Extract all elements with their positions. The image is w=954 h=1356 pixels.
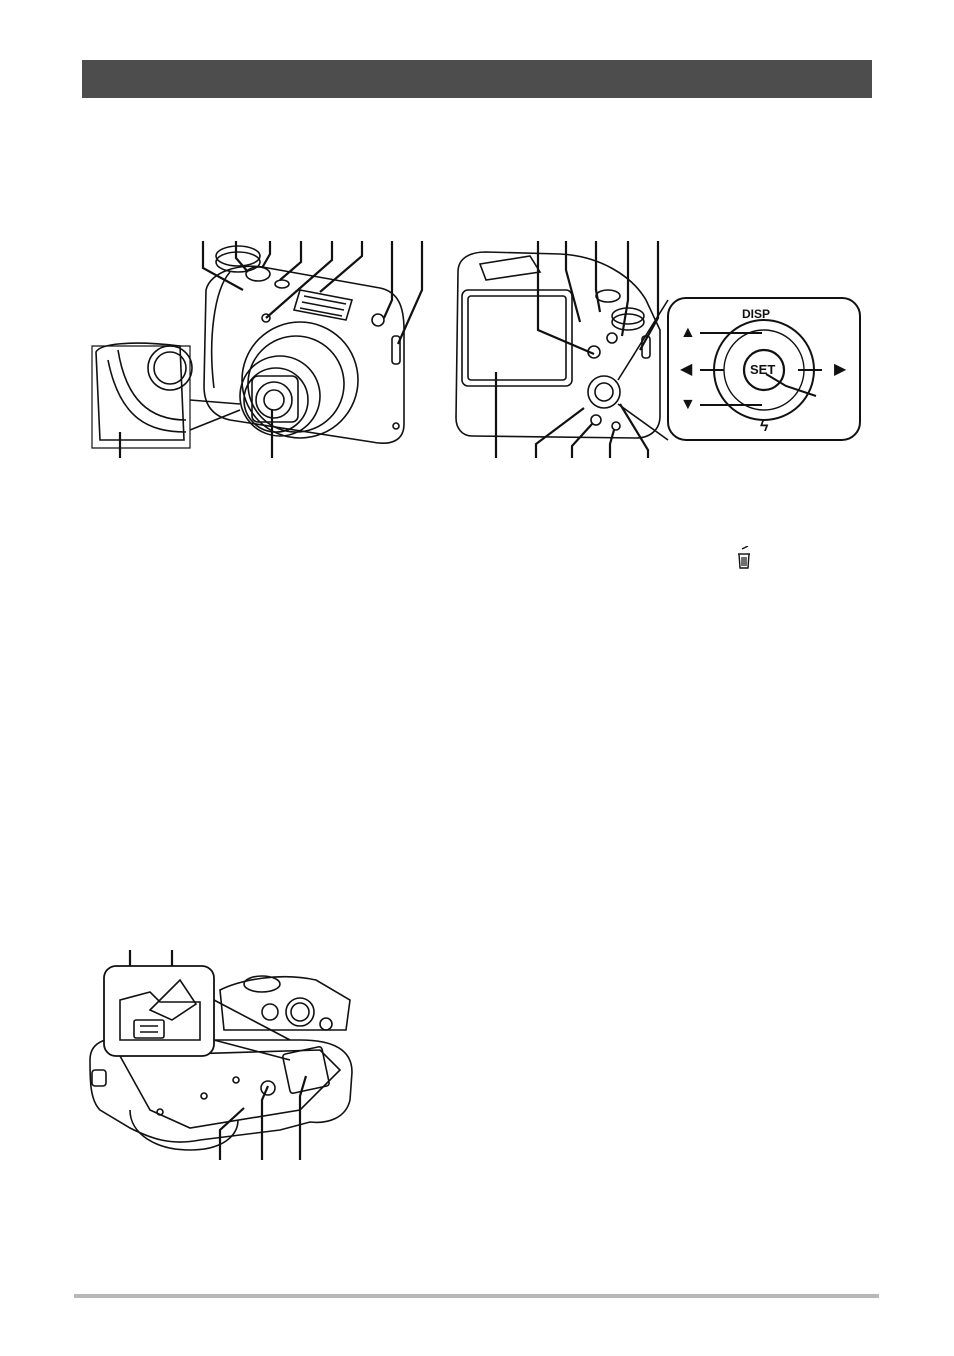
trash-icon xyxy=(738,546,750,569)
front-callout-lines xyxy=(118,241,424,458)
back-camera-body xyxy=(455,251,661,439)
lens-glass xyxy=(255,381,293,419)
back-view xyxy=(455,241,669,458)
front-camera-body xyxy=(203,265,405,444)
down-arrow-icon: ▼ xyxy=(680,396,696,413)
front-inset-frame xyxy=(91,345,191,449)
right-arrow-icon: ▶ xyxy=(834,361,847,378)
set-button-label: SET xyxy=(750,362,776,377)
section-header-bar xyxy=(82,60,872,98)
flash-icon: ϟ xyxy=(760,418,769,435)
footer-rule xyxy=(74,1294,879,1298)
front-view xyxy=(91,241,424,458)
set-button xyxy=(742,348,786,392)
bottom-view xyxy=(89,950,353,1160)
left-arrow-icon: ◀ xyxy=(680,361,693,378)
lcd-screen xyxy=(461,289,573,387)
disp-label: DISP xyxy=(742,307,771,321)
back-callout-lines xyxy=(494,241,660,458)
dpad-detail-panel xyxy=(667,297,861,441)
up-arrow-icon: ▲ xyxy=(680,324,696,341)
lens-outer xyxy=(241,321,359,439)
